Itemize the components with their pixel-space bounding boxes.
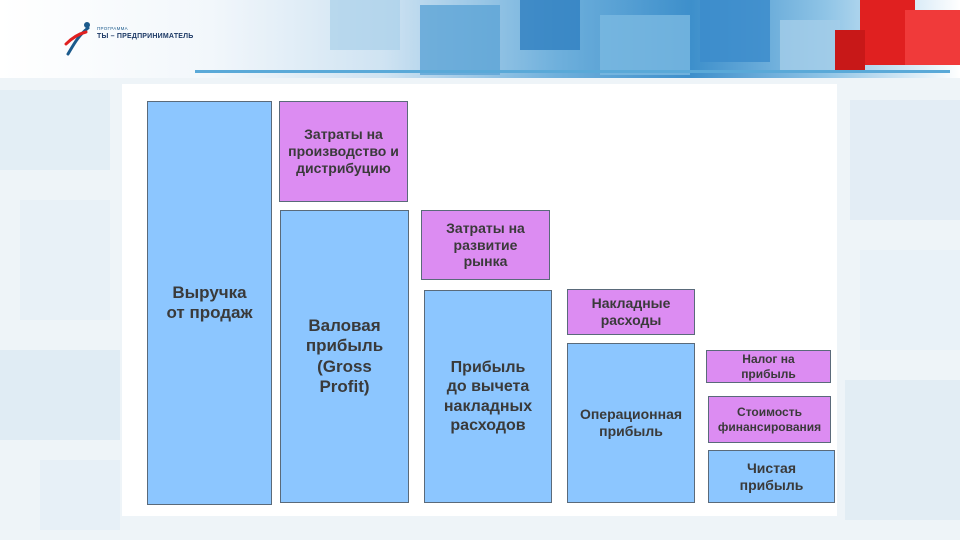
- operating-profit-box: Операционная прибыль: [567, 343, 695, 503]
- runner-icon: [64, 22, 90, 56]
- profit-before-overhead-box: Прибыль до вычета накладных расходов: [424, 290, 552, 503]
- overhead-label: Накладные расходы: [591, 295, 671, 328]
- gross-profit-box: Валовая прибыль (Gross Profit): [280, 210, 409, 503]
- market-costs-label: Затраты на развитие рынка: [446, 219, 525, 270]
- logo-caption: ПРОГРАММА: [97, 26, 128, 31]
- program-logo: ПРОГРАММА ТЫ – ПРЕДПРИНИМАТЕЛЬ: [64, 20, 214, 60]
- profit-before-overhead-label: Прибыль до вычета накладных расходов: [443, 359, 533, 434]
- financing-cost-box: Стоимость финансирования: [708, 396, 831, 443]
- production-costs-box: Затраты на производство и дистрибуцию: [279, 101, 408, 202]
- financing-cost-label: Стоимость финансирования: [717, 405, 822, 434]
- tax-box: Налог на прибыль: [706, 350, 831, 383]
- operating-profit-label: Операционная прибыль: [579, 406, 683, 439]
- header-banner: [0, 0, 960, 78]
- logo-title: ТЫ – ПРЕДПРИНИМАТЕЛЬ: [97, 33, 194, 40]
- gross-profit-label: Валовая прибыль (Gross Profit): [305, 315, 384, 396]
- header-stripe: [195, 70, 950, 73]
- revenue-box: Выручка от продаж: [147, 101, 272, 505]
- net-profit-box: Чистая прибыль: [708, 450, 835, 503]
- revenue-label: Выручка от продаж: [166, 282, 253, 322]
- net-profit-label: Чистая прибыль: [739, 459, 804, 493]
- tax-label: Налог на прибыль: [741, 352, 796, 381]
- overhead-box: Накладные расходы: [567, 289, 695, 335]
- production-costs-label: Затраты на производство и дистрибуцию: [288, 126, 399, 176]
- market-costs-box: Затраты на развитие рынка: [421, 210, 550, 280]
